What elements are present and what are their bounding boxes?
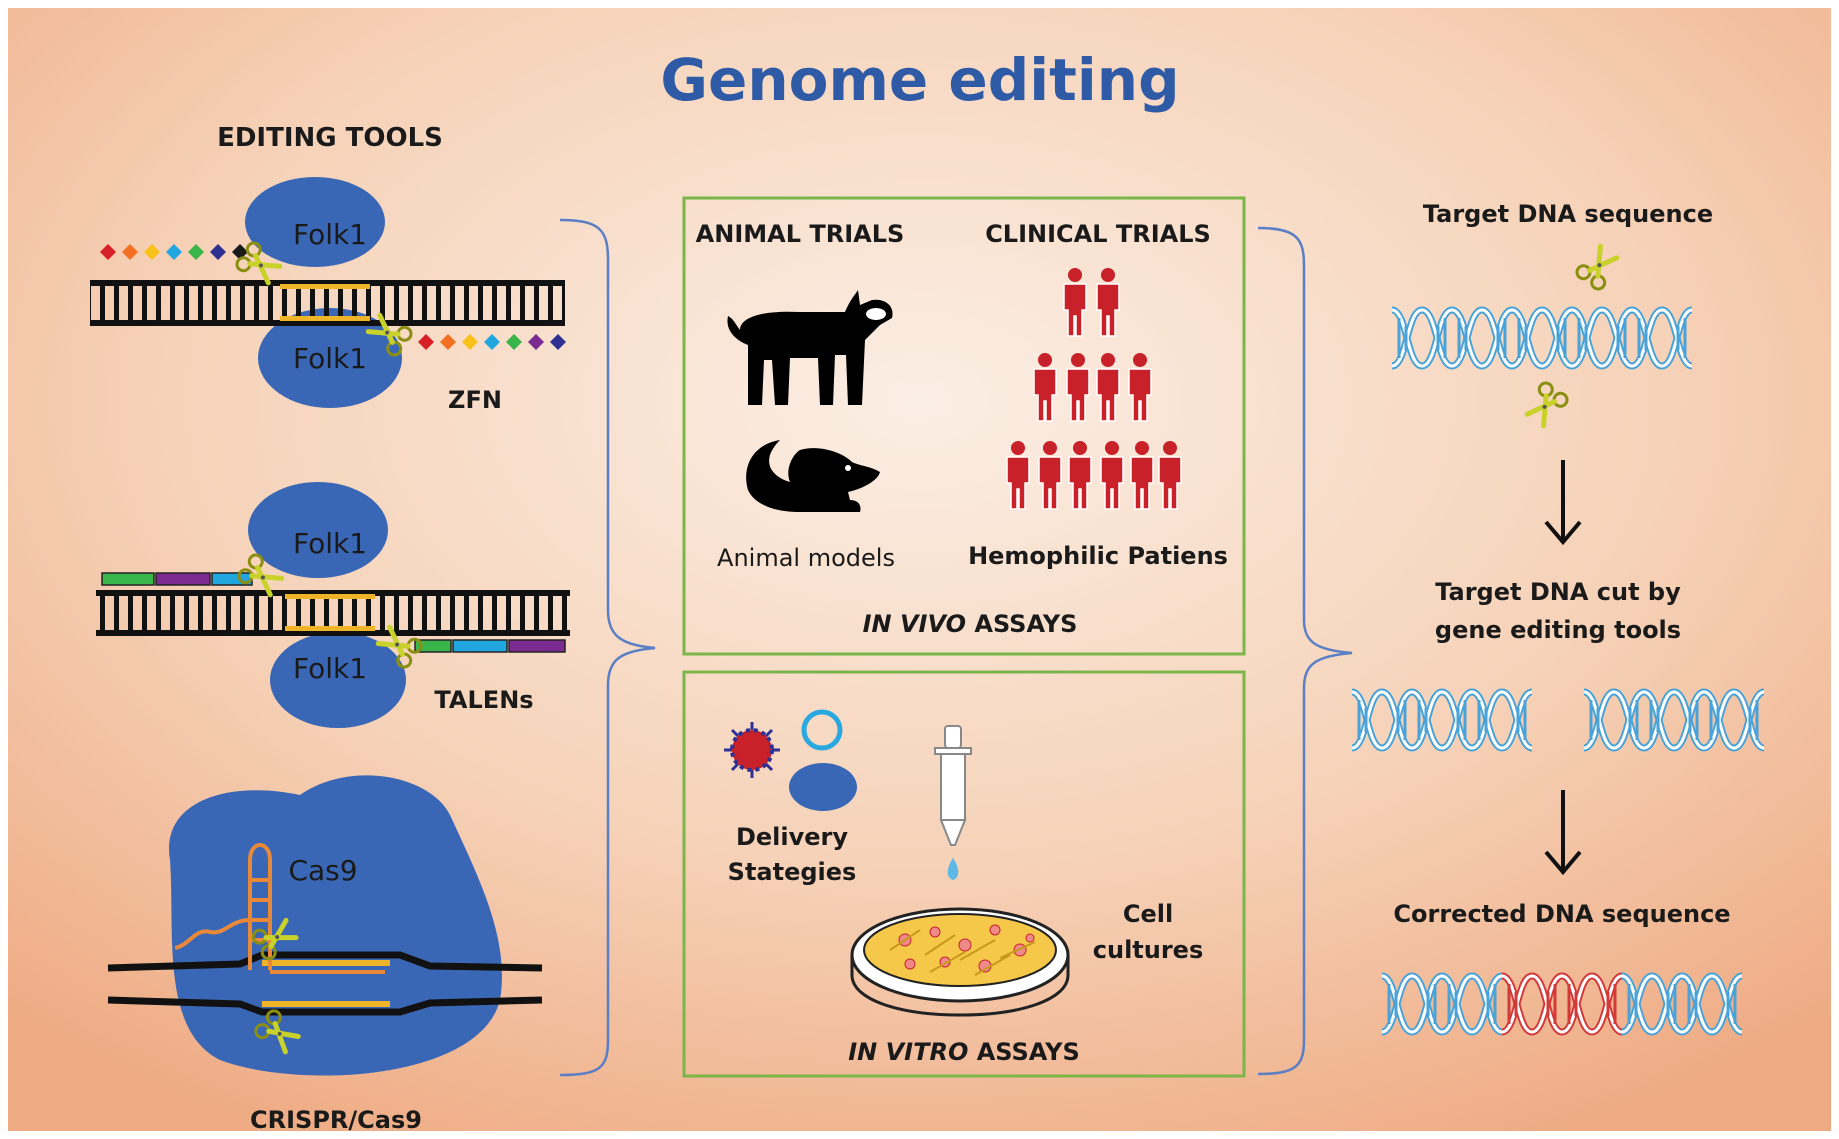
pipette-icon xyxy=(934,725,972,880)
page-title: Genome editing xyxy=(660,46,1179,114)
zfn-bottom-protein xyxy=(258,308,402,408)
talens-top-protein xyxy=(248,482,388,578)
editing-tools-heading: EDITING TOOLS xyxy=(217,123,443,153)
petri-dish-icon xyxy=(850,907,1070,1017)
animal-trials-heading: ANIMAL TRIALS xyxy=(696,220,905,248)
in-vitro-italic: IN VITRO xyxy=(848,1038,968,1066)
zfn-label: ZFN xyxy=(448,386,502,414)
animal-models-label: Animal models xyxy=(717,544,895,572)
zfn-zinc-fingers-top xyxy=(100,244,248,260)
cut-label-line1: Target DNA cut by xyxy=(1435,578,1681,606)
virus-icon xyxy=(724,722,780,778)
delivery-label-line2: Stategies xyxy=(728,858,857,886)
zfn-zinc-fingers-bottom xyxy=(418,334,566,350)
cut-label-line2: gene editing tools xyxy=(1435,616,1681,644)
patients-label: Hemophilic Patiens xyxy=(968,542,1228,570)
talens-top-domain-label: Folk1 xyxy=(293,527,367,560)
in-vivo-italic: IN VIVO xyxy=(863,610,966,638)
target-dna-label: Target DNA sequence xyxy=(1423,200,1713,228)
plasmid-icon xyxy=(801,709,843,751)
talens-label: TALENs xyxy=(434,686,533,714)
cas9-protein xyxy=(169,775,502,1076)
talens-tale-repeats-top xyxy=(101,572,253,586)
left-brace xyxy=(559,218,656,1077)
rat-icon xyxy=(746,440,880,512)
in-vitro-box xyxy=(682,670,1246,1078)
crispr-diagram: Cas9 CRISPR/Cas9 xyxy=(107,775,543,1134)
zfn-diagram: Folk1 Folk1 ZFN xyxy=(90,177,566,414)
talens-bottom-protein xyxy=(270,632,406,728)
arrow-down-icon xyxy=(1544,790,1582,876)
in-vitro-assays-label: IN VITRO ASSAYS xyxy=(848,1038,1080,1066)
talens-tale-repeats-bottom xyxy=(414,639,566,653)
zfn-bottom-domain-label: Folk1 xyxy=(293,342,367,375)
right-brace xyxy=(1257,226,1353,1076)
cell-cultures-line1: Cell xyxy=(1123,900,1173,928)
arrow-down-icon xyxy=(1544,460,1582,546)
guide-rna xyxy=(174,843,385,974)
cas9-label: Cas9 xyxy=(288,854,357,887)
in-vivo-assays-word: ASSAYS xyxy=(966,610,1077,638)
in-vivo-assays-label: IN VIVO ASSAYS xyxy=(863,610,1078,638)
talens-diagram: Folk1 Folk1 TALENs xyxy=(96,482,570,728)
delivery-label-line1: Delivery xyxy=(736,823,848,851)
clinical-trials-heading: CLINICAL TRIALS xyxy=(985,220,1211,248)
talens-bottom-domain-label: Folk1 xyxy=(293,652,367,685)
corrected-dna-label: Corrected DNA sequence xyxy=(1393,900,1730,928)
in-vitro-assays-word: ASSAYS xyxy=(968,1038,1079,1066)
in-vivo-box xyxy=(682,196,1246,656)
cell-cultures-line2: cultures xyxy=(1093,936,1204,964)
nanoparticle-icon xyxy=(789,763,857,811)
crispr-label: CRISPR/Cas9 xyxy=(250,1106,422,1134)
zfn-top-protein xyxy=(245,177,385,267)
zfn-top-domain-label: Folk1 xyxy=(293,218,367,251)
dog-icon xyxy=(727,290,893,405)
